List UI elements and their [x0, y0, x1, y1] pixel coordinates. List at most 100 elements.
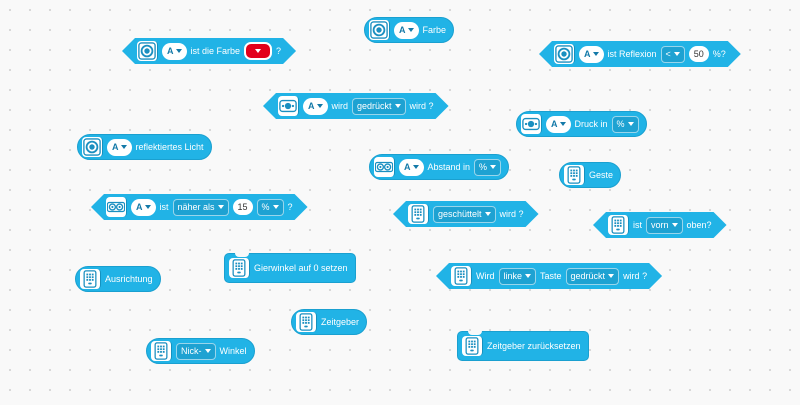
port-dropdown[interactable]: A [546, 115, 571, 133]
block-ist-vorn-oben[interactable]: ist vorn oben? [593, 212, 727, 238]
block-druck-in[interactable]: A Druck in % [516, 111, 647, 137]
chevron-down-icon [204, 349, 211, 353]
port-dropdown[interactable]: A [394, 21, 419, 39]
unit-dropdown[interactable]: % [611, 115, 639, 133]
block-text: Zeitgeber zurücksetzen [487, 341, 581, 351]
color-sensor-icon [137, 41, 158, 61]
block-ausrichtung[interactable]: Ausrichtung [75, 266, 161, 292]
distance-sensor-icon [374, 157, 395, 177]
port-dropdown[interactable]: A [303, 98, 328, 115]
block-abstand-in[interactable]: A Abstand in % [369, 154, 510, 180]
unit-dropdown[interactable]: % [474, 158, 502, 176]
hub-icon [408, 204, 429, 224]
color-sensor-icon [554, 44, 575, 64]
port-label: A [551, 119, 558, 129]
hub-icon [80, 269, 101, 289]
color-sensor-icon [82, 137, 103, 157]
block-farbe[interactable]: A Farbe [364, 17, 455, 43]
chevron-down-icon [218, 205, 224, 209]
block-wird-gedrueckt[interactable]: A wird gedrückt wird ? [263, 93, 449, 119]
port-label: A [584, 49, 591, 59]
chevron-down-icon [559, 122, 566, 126]
hub-icon [451, 266, 472, 286]
hub-icon [229, 258, 250, 278]
state-label: gedrückt [357, 101, 392, 111]
chevron-down-icon [525, 274, 531, 278]
chevron-down-icon [608, 274, 614, 278]
color-swatch-dropdown[interactable] [244, 42, 272, 60]
block-text: wird [331, 101, 349, 111]
block-text: ist die Farbe [190, 46, 241, 56]
block-ist-reflexion[interactable]: A ist Reflexion < 50 %? [539, 41, 741, 67]
hub-icon [462, 336, 483, 356]
unit-label: % [479, 162, 488, 172]
chevron-down-icon [395, 104, 401, 108]
block-taste-gedrueckt[interactable]: Wird linke Taste gedrückt wird ? [436, 263, 662, 289]
block-text: Wird [476, 271, 495, 281]
block-text: ist [633, 220, 642, 230]
port-label: A [404, 162, 411, 172]
gesture-dropdown[interactable]: geschüttelt [433, 206, 496, 223]
block-text: wird ? [499, 209, 524, 219]
face-dropdown[interactable]: vorn [646, 217, 683, 234]
value-input[interactable]: 15 [233, 199, 253, 215]
port-label: A [136, 202, 143, 212]
comparison-dropdown[interactable]: näher als [173, 199, 229, 216]
block-geste[interactable]: Geste [559, 162, 622, 188]
block-text: oben? [686, 220, 712, 230]
comparison-label: näher als [177, 202, 215, 212]
port-dropdown[interactable]: A [579, 46, 604, 63]
value-input[interactable]: 50 [689, 46, 709, 62]
question-mark: ? [276, 46, 282, 56]
hub-icon [564, 165, 585, 185]
port-label: A [399, 25, 406, 35]
unit-dropdown[interactable]: % [257, 199, 284, 216]
operator-dropdown[interactable]: < [661, 46, 685, 63]
chevron-down-icon [627, 122, 634, 126]
block-text: reflektiertes Licht [135, 142, 204, 152]
state-dropdown[interactable]: gedrückt [566, 268, 620, 285]
block-ist-naeher-als[interactable]: A ist näher als 15 % ? [91, 194, 308, 220]
hub-icon [608, 215, 629, 235]
distance-sensor-icon [106, 197, 127, 217]
button-dropdown[interactable]: linke [499, 268, 537, 285]
port-dropdown[interactable]: A [107, 138, 132, 156]
hub-icon [151, 341, 172, 361]
block-text: Druck in [574, 119, 608, 129]
block-ist-die-farbe[interactable]: A ist die Farbe ? [122, 38, 296, 64]
block-text: Farbe [422, 25, 447, 35]
block-geschuettelt[interactable]: geschüttelt wird ? [393, 201, 539, 227]
chevron-down-icon [485, 212, 491, 216]
block-reflektiertes-licht[interactable]: A reflektiertes Licht [77, 134, 212, 160]
block-text: ist [159, 202, 169, 212]
chevron-down-icon [317, 104, 323, 108]
force-sensor-icon [278, 96, 299, 116]
force-sensor-icon [521, 114, 542, 134]
port-dropdown[interactable]: A [131, 199, 156, 216]
block-zeitgeber[interactable]: Zeitgeber [291, 309, 368, 335]
chevron-down-icon [145, 205, 151, 209]
state-dropdown[interactable]: gedrückt [352, 98, 406, 115]
chevron-down-icon [593, 52, 599, 56]
chevron-down-icon [412, 165, 419, 169]
axis-dropdown[interactable]: Nick- [176, 342, 216, 360]
face-label: vorn [651, 220, 669, 230]
port-dropdown[interactable]: A [399, 158, 424, 176]
axis-label: Nick- [181, 346, 202, 356]
color-sensor-icon [369, 20, 390, 40]
port-label: A [112, 142, 119, 152]
block-text: Winkel [219, 346, 247, 356]
block-zeitgeber-zuruecksetzen[interactable]: Zeitgeber zurücksetzen [457, 331, 589, 361]
port-dropdown[interactable]: A [162, 43, 187, 60]
block-nick-winkel[interactable]: Nick- Winkel [146, 338, 255, 364]
chevron-down-icon [490, 165, 497, 169]
operator-label: < [665, 49, 671, 59]
block-text: Taste [540, 271, 562, 281]
unit-label: % [616, 119, 625, 129]
block-text: wird ? [409, 101, 434, 111]
block-text: Ausrichtung [105, 274, 153, 284]
chevron-down-icon [273, 205, 279, 209]
port-label: A [308, 101, 315, 111]
state-label: gedrückt [570, 271, 606, 281]
block-gierwinkel-setzen[interactable]: Gierwinkel auf 0 setzen [224, 253, 356, 283]
